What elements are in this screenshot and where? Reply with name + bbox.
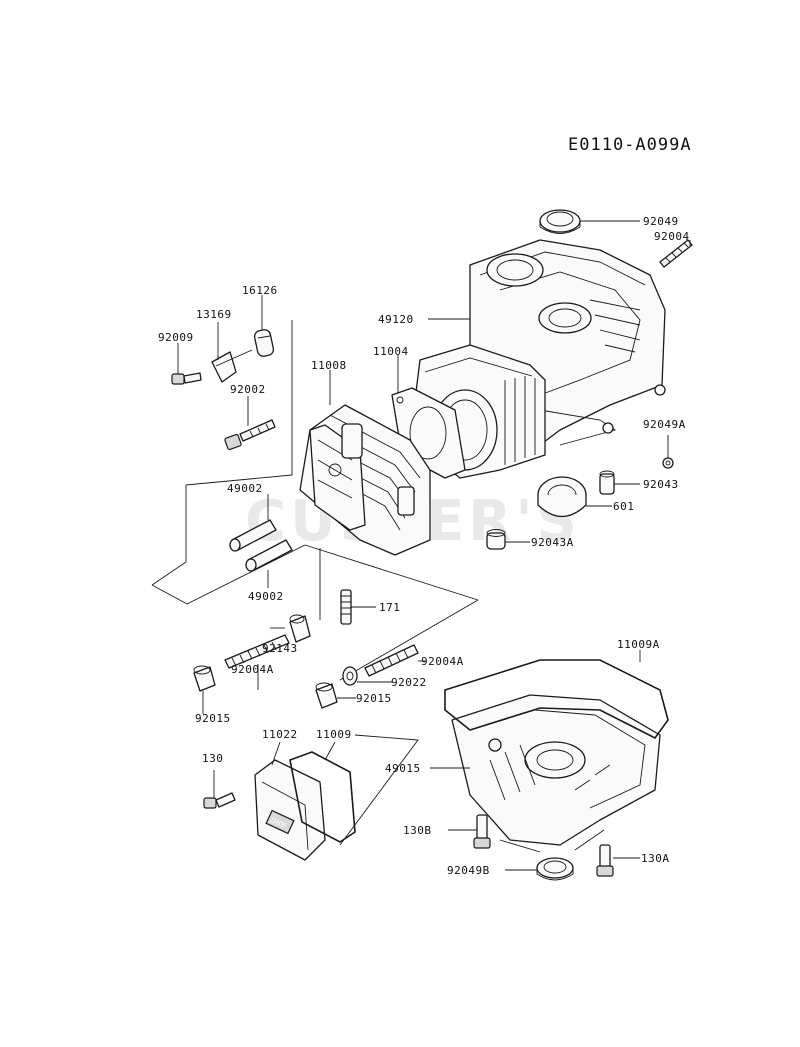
part-number-label: 49002 xyxy=(227,482,263,495)
oil-seal-part xyxy=(539,209,581,234)
part-number-label: 92049A xyxy=(643,418,686,431)
part-number-label: 92015 xyxy=(356,692,392,705)
part-number-label: 11022 xyxy=(262,728,298,741)
part-number-label: 11009A xyxy=(617,638,660,651)
part-number-label: 171 xyxy=(379,601,400,614)
dowel-pin-part xyxy=(599,470,615,495)
part-number-label: 92143 xyxy=(262,642,298,655)
part-number-label: 49015 xyxy=(385,762,421,775)
part-number-label: 49002 xyxy=(248,590,284,603)
part-number-label: 130 xyxy=(202,752,223,765)
push-rod-part xyxy=(229,519,277,552)
part-number-label: 130A xyxy=(641,852,670,865)
ball-bearing-part xyxy=(537,476,587,518)
leader-lines xyxy=(177,220,691,871)
rocker-cover-part: OHV xyxy=(254,759,326,861)
stud-bolt-part xyxy=(659,239,693,268)
cover-bolt-part xyxy=(203,792,236,809)
assembly-bracket-lines xyxy=(151,320,479,681)
small-bolt-part xyxy=(171,372,202,385)
part-number-label: 11009 xyxy=(316,728,352,741)
part-number-label: 92043 xyxy=(643,478,679,491)
part-number-label: 92004A xyxy=(231,663,274,676)
sleeve-collar-part xyxy=(289,614,311,643)
part-number-label: 92022 xyxy=(391,676,427,689)
washer-part xyxy=(342,666,358,686)
diagram-code: E0110-A099A xyxy=(568,135,692,155)
push-rod-part xyxy=(245,539,293,572)
long-stud-part xyxy=(364,644,419,677)
long-stud-part xyxy=(224,634,290,669)
part-number-label: 92002 xyxy=(230,383,266,396)
part-number-label: 16126 xyxy=(242,284,278,297)
mounting-bolt-b-part xyxy=(473,814,491,849)
part-number-label: 130B xyxy=(403,824,432,837)
cover-bracket-line xyxy=(339,734,419,846)
part-number-label: 601 xyxy=(613,500,634,513)
cover-gasket-outline-part xyxy=(444,659,669,740)
part-number-label: 11008 xyxy=(311,359,347,372)
part-number-label: 13169 xyxy=(196,308,232,321)
mounting-bolt-a-part xyxy=(596,844,614,877)
dowel-pin-a-part xyxy=(486,529,506,550)
part-number-label: 92004 xyxy=(654,230,690,243)
crankcase-cover-part xyxy=(451,694,661,846)
part-number-label: 92043A xyxy=(531,536,574,549)
part-number-label: 92009 xyxy=(158,331,194,344)
cover-gasket-part xyxy=(289,751,356,843)
breather-plate-part xyxy=(253,329,275,357)
part-number-label: 92004A xyxy=(421,655,464,668)
part-number-label: 92049 xyxy=(643,215,679,228)
spacer-sleeve-part xyxy=(193,665,216,692)
lower-oil-seal-part xyxy=(536,857,574,881)
stud-part xyxy=(340,589,352,625)
part-number-label: 92015 xyxy=(195,712,231,725)
washer-part xyxy=(662,457,674,469)
spacer-sleeve-part xyxy=(315,682,338,709)
lower-bracket-line xyxy=(499,829,605,853)
part-number-label: 92049B xyxy=(447,864,490,877)
cylinder-head-part xyxy=(299,404,431,556)
part-number-label: 11004 xyxy=(373,345,409,358)
head-bolt-part xyxy=(224,419,276,451)
part-number-label: 49120 xyxy=(378,313,414,326)
